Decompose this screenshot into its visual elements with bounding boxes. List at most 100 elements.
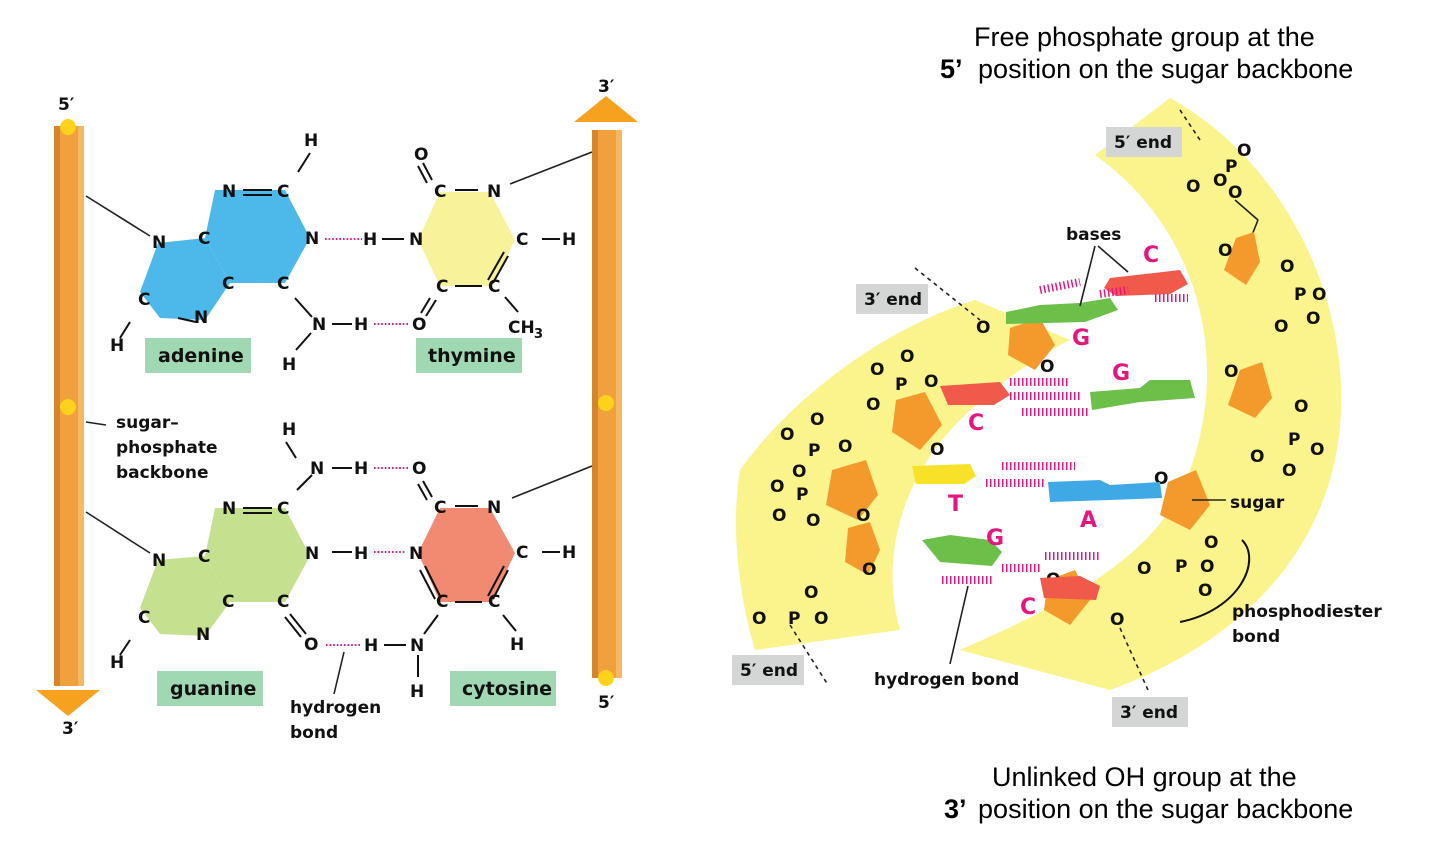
bottom-caption-line1: Unlinked OH group at the — [992, 762, 1297, 792]
atom-symbol: O — [792, 462, 806, 482]
phosphate-dot — [598, 670, 614, 686]
atom-symbol: N — [152, 233, 166, 253]
guanine-label: guanine — [170, 678, 256, 700]
cytosine-molecule: N C N C H C C N H H — [409, 465, 593, 702]
strand-right-bottom-label: 5′ — [598, 693, 615, 713]
atom-symbol: C — [516, 230, 528, 250]
phosphate-dot — [60, 399, 76, 415]
hydrogen-bond-callout: hydrogen bond — [874, 670, 1019, 690]
atom-symbol: P — [1175, 557, 1187, 577]
adenine-molecule: N C H N C N C C C N H N H H — [85, 131, 368, 375]
atom-symbol: C — [277, 274, 289, 294]
atom-symbol: O — [806, 511, 820, 531]
atom-symbol: O — [1306, 309, 1320, 329]
atom-symbol: C — [198, 229, 210, 249]
atom-symbol: O — [814, 609, 828, 629]
atom-symbol: H — [410, 682, 424, 702]
thymine-label: thymine — [428, 345, 516, 367]
atom-symbol: H — [562, 543, 576, 563]
atom-symbol: O — [838, 437, 852, 457]
base-letter-g: G — [1072, 326, 1090, 351]
atom-symbol: O — [1294, 397, 1308, 417]
atom-symbol: C — [277, 592, 289, 612]
hydrogen-bond-hatches — [942, 278, 1188, 584]
atom-symbol: H — [510, 635, 524, 655]
base-plate-c — [940, 382, 1010, 405]
adenine-label-box — [145, 338, 251, 373]
atom-symbol: O — [856, 506, 870, 526]
atom-symbol: N — [487, 182, 501, 202]
atom-symbol: N — [409, 230, 423, 250]
atom-symbol: O — [870, 360, 884, 380]
atom-symbol: O — [1218, 241, 1232, 261]
atom-symbol: O — [810, 410, 824, 430]
base-letter-a: A — [1080, 508, 1097, 533]
atom-symbol: P — [1225, 157, 1237, 177]
right-panel: Free phosphate group at the 5’ position … — [732, 22, 1382, 824]
backbone-label-line3: backbone — [116, 463, 209, 483]
end-label-box — [1106, 127, 1182, 157]
phosphate-group: O P O O O — [1274, 257, 1326, 337]
atom-symbol: H — [110, 336, 124, 356]
phosphate-group: O P O O — [770, 477, 820, 531]
atom-symbol: C — [434, 182, 446, 202]
atom-symbol: N — [305, 544, 319, 564]
atom-symbol: O — [772, 506, 786, 526]
atom-symbol: H — [354, 544, 368, 564]
end-label-box — [856, 284, 928, 314]
atom-symbol: H — [282, 420, 296, 440]
atom-symbol: C — [222, 592, 234, 612]
atom-symbol: O — [1310, 440, 1324, 460]
phosphodiester-callout-line1: phosphodiester — [1232, 602, 1382, 622]
phosphate-group: O P O O O O — [1110, 533, 1218, 630]
atom-symbol: O — [1110, 610, 1124, 630]
phosphate-dot — [598, 395, 614, 411]
guanine-molecule: H N H N C N C N H C C C N H O — [85, 420, 368, 673]
base-letter-t: T — [948, 492, 963, 517]
top-caption-line1: Free phosphate group at the — [974, 22, 1315, 52]
atom-symbol: O — [770, 477, 784, 497]
atom-symbol: O — [304, 635, 318, 655]
atom-symbol: C — [138, 608, 150, 628]
atom-symbol: O — [900, 347, 914, 367]
phosphate-group: O P O O O — [1186, 141, 1259, 241]
atom-symbol: H — [354, 459, 368, 479]
atom-symbol: P — [808, 441, 820, 461]
atom-symbol: N — [196, 625, 210, 645]
end-label-box — [1112, 697, 1188, 727]
bottom-caption-line2: 3’ position on the sugar backbone — [944, 794, 1353, 824]
guanine-label-box — [157, 671, 263, 706]
atom-symbol: P — [788, 609, 800, 629]
base-plate-g — [1090, 380, 1195, 410]
hydrogen-bond-label-line1: hydrogen — [290, 698, 381, 718]
atom-symbol: O — [1274, 317, 1288, 337]
base-letter-c: C — [1143, 243, 1159, 268]
atom-symbol: N — [409, 544, 423, 564]
atom-symbol: N — [152, 551, 166, 571]
atom-symbol: O — [414, 145, 428, 165]
left-backbone-strand — [36, 119, 100, 716]
backbone-label-line2: phosphate — [116, 438, 217, 458]
atom-symbol: C — [516, 543, 528, 563]
atom-symbol: C — [436, 277, 448, 297]
atom-symbol: P — [796, 485, 808, 505]
atom-symbol: P — [1294, 285, 1306, 305]
atom-symbol: 3 — [534, 327, 543, 342]
atom-symbol: C — [277, 499, 289, 519]
base-plate-c — [1040, 576, 1100, 600]
atom-symbol: H — [364, 636, 378, 656]
phosphate-group: O O P O O — [780, 410, 852, 482]
three-prime-end-bottom: 3′ end — [1120, 703, 1178, 723]
atom-symbol: O — [1237, 141, 1251, 161]
strand-left-bottom-label: 3′ — [62, 719, 79, 739]
base-letter-c: C — [968, 411, 984, 436]
atom-symbol: C — [436, 592, 448, 612]
atom-symbol: O — [1213, 171, 1227, 191]
atom-symbol: C — [222, 274, 234, 294]
base-plate-a — [1048, 480, 1162, 502]
arrow-up-icon — [574, 96, 638, 122]
five-prime-end-bottom: 5′ end — [740, 661, 798, 681]
atom-symbol: C — [277, 182, 289, 202]
atom-symbol: CH — [508, 318, 535, 338]
atom-symbol: O — [412, 315, 426, 335]
